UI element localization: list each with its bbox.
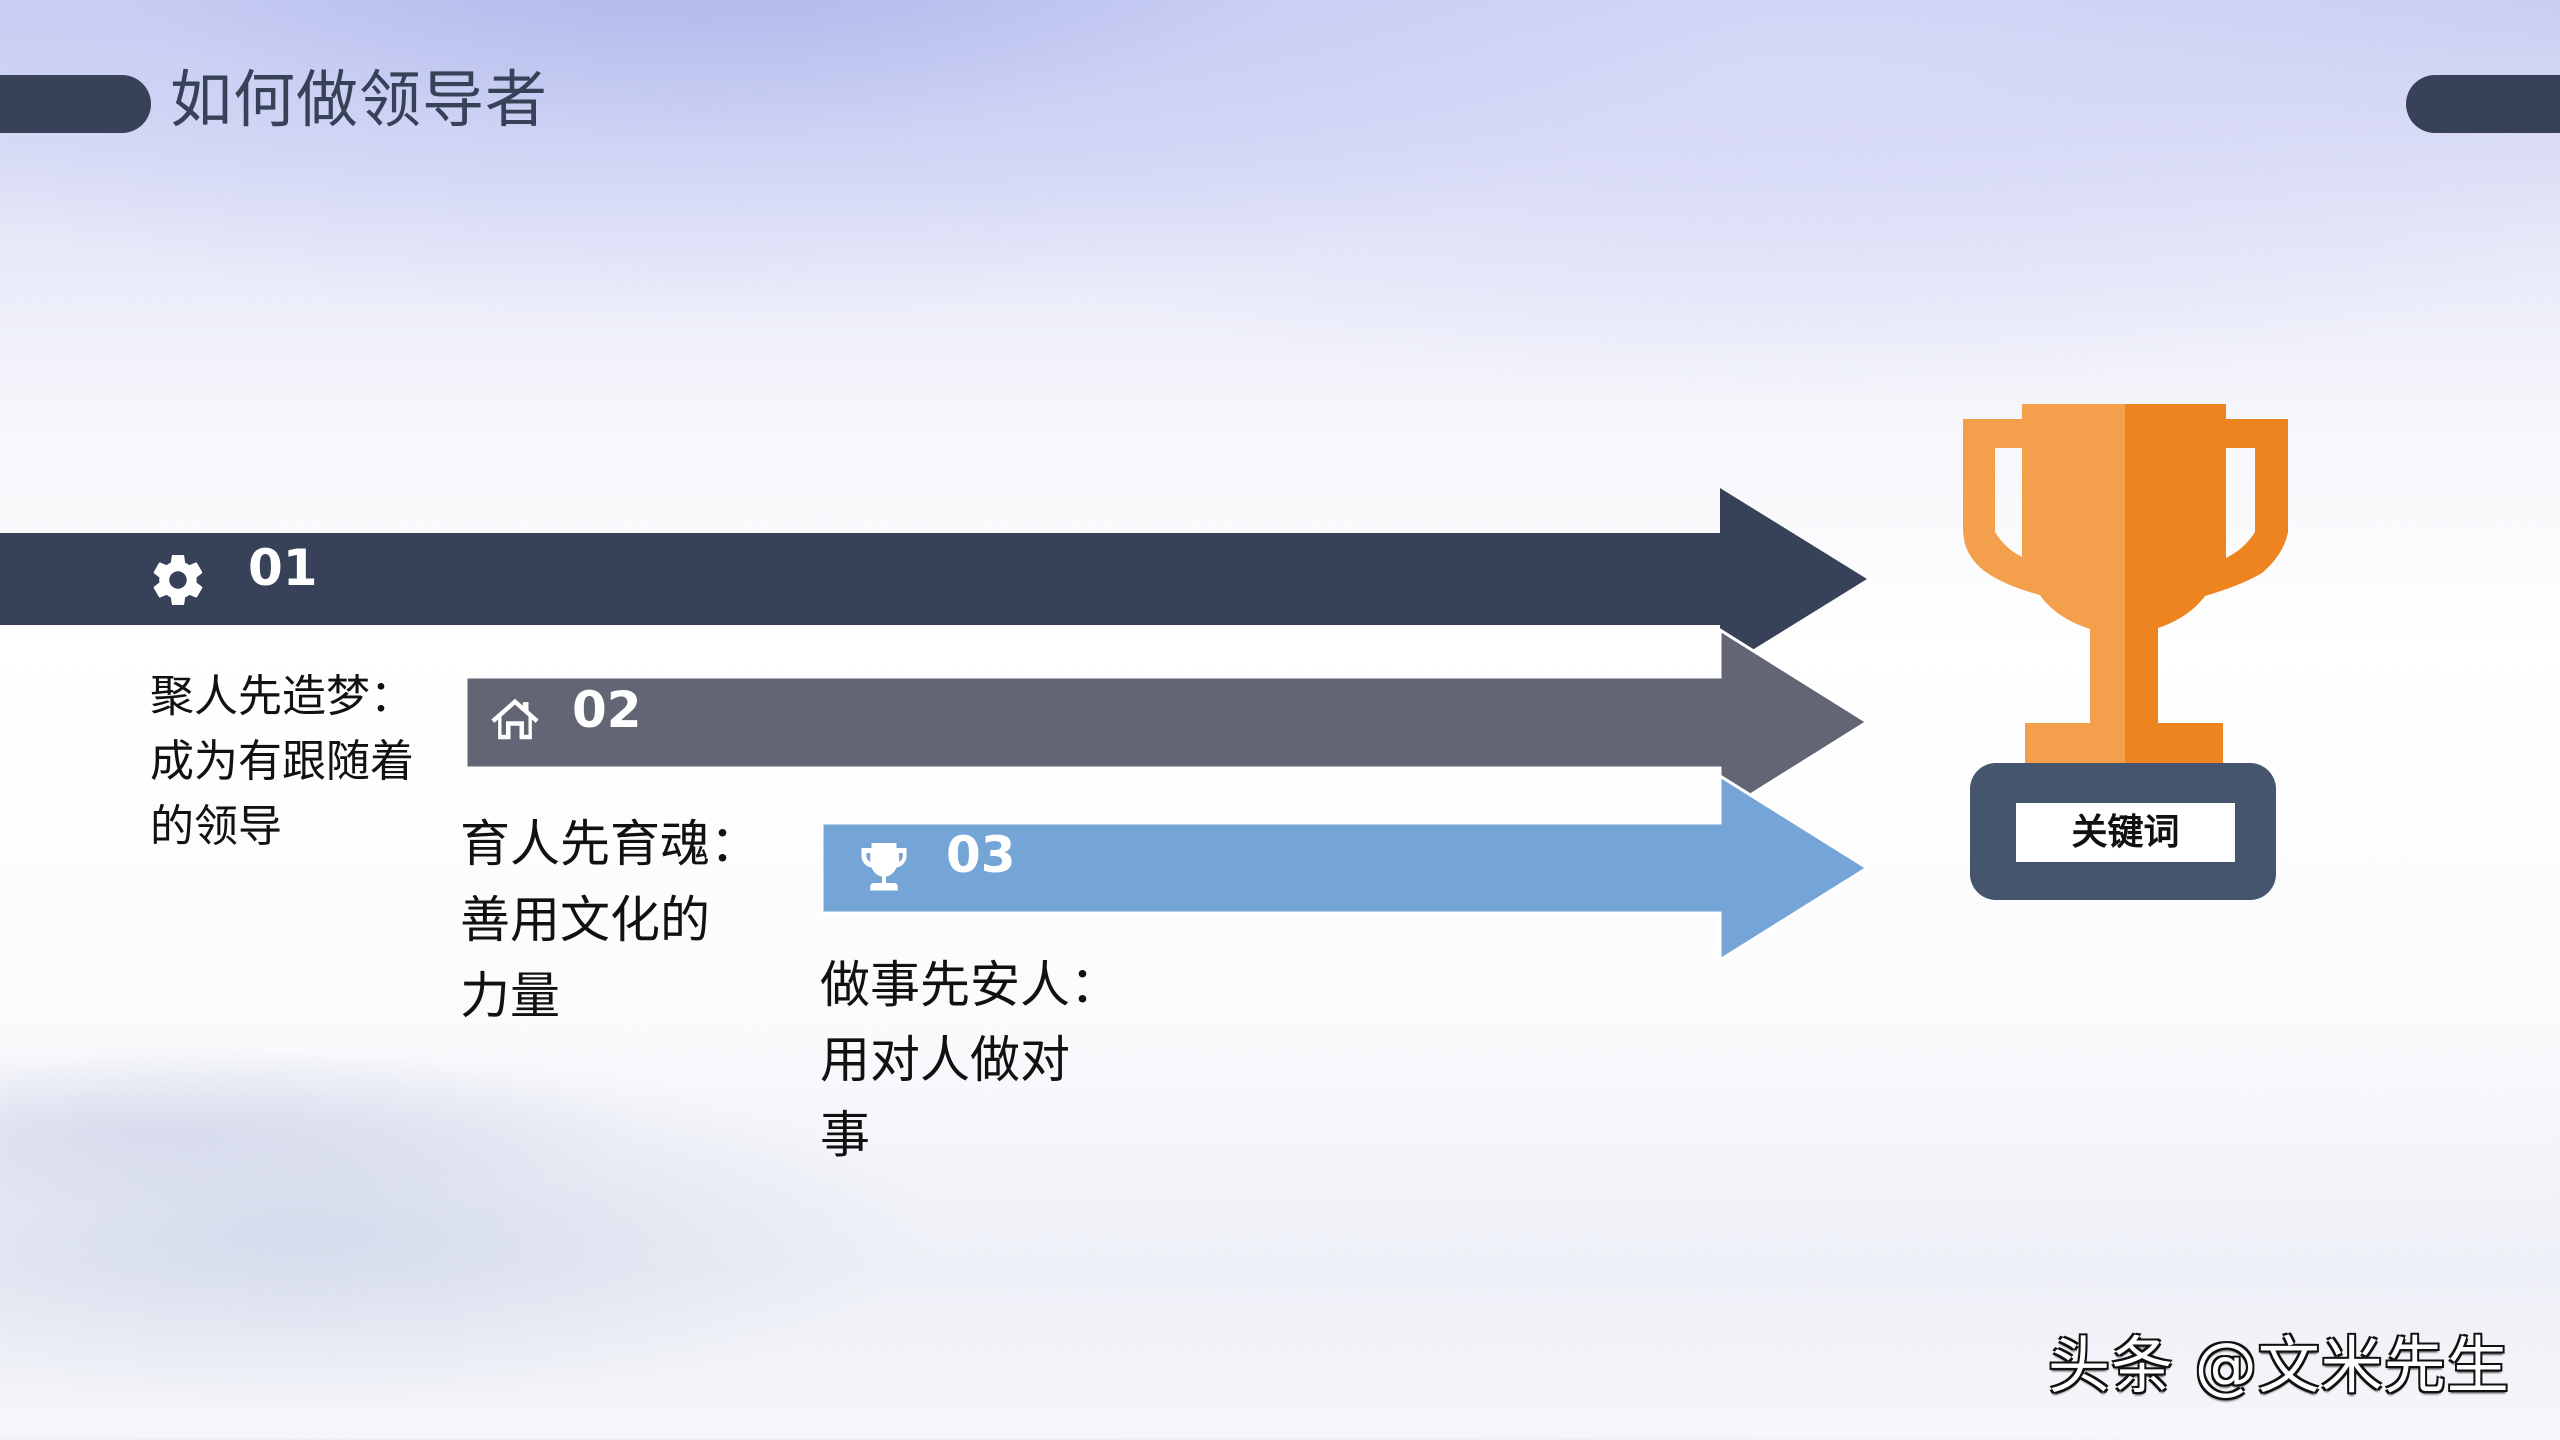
step-03-line-1: 做事先安人：: [820, 956, 1120, 1014]
arrow-03: [820, 773, 1870, 963]
step-01-line-2: 成为有跟随着: [150, 736, 414, 787]
title-accent-bar-left: [0, 75, 151, 133]
watermark: 头条 @文米先生: [2048, 1329, 2510, 1402]
gear-icon: [153, 555, 203, 606]
arrow-02: [464, 627, 1870, 817]
trophy-keyword-label: 关键词: [2016, 803, 2235, 862]
step-02-description: 育人先育魂： 善用文化的 力量: [460, 806, 760, 1034]
arrow-01: [0, 488, 1867, 670]
home-icon: [491, 698, 539, 740]
step-01-line-3: 的领导: [150, 801, 282, 852]
step-01-line-1: 聚人先造梦：: [150, 671, 414, 722]
step-number-03: 03: [946, 826, 1016, 884]
step-number-01: 01: [248, 539, 318, 597]
title-accent-bar-right: [2406, 75, 2560, 133]
step-01-description: 聚人先造梦： 成为有跟随着 的领导: [150, 664, 414, 859]
step-number-02: 02: [572, 681, 642, 739]
trophy-icon: [861, 843, 907, 891]
step-03-line-3: 事: [820, 1106, 870, 1164]
step-02-line-3: 力量: [460, 967, 560, 1025]
step-03-description: 做事先安人： 用对人做对 事: [820, 948, 1120, 1173]
page-title: 如何做领导者: [170, 63, 549, 136]
step-03-line-2: 用对人做对: [820, 1031, 1070, 1089]
step-02-line-1: 育人先育魂：: [460, 815, 760, 873]
trophy-illustration-icon: [1963, 404, 2288, 900]
step-02-line-2: 善用文化的: [460, 891, 710, 949]
